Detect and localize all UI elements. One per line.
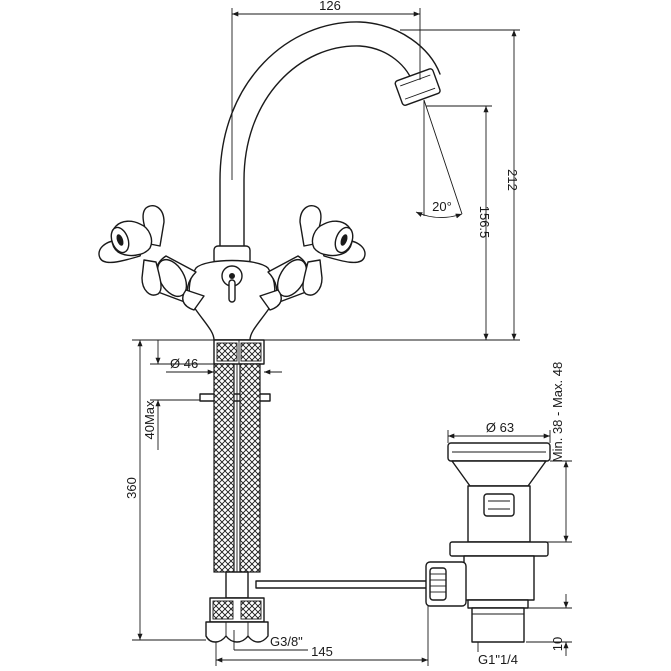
left-hose: [213, 363, 235, 573]
mounting-nut: [225, 571, 249, 599]
rod-length-label: 145: [311, 644, 333, 659]
spout-height-label: 212: [505, 169, 520, 191]
supply-hoses: [199, 339, 271, 643]
aerator: [394, 68, 441, 106]
faucet: [98, 21, 441, 341]
waste-bottom-label: 10: [550, 637, 565, 651]
waste-assembly: [425, 442, 551, 643]
dimension-labels: 126 212 156.5 20° Ø 46 40Max 360 Ø 63 Mi…: [124, 0, 565, 667]
hose-length-label: 360: [124, 477, 139, 499]
right-hose: [239, 363, 261, 573]
waste-diameter-label: Ø 63: [486, 420, 514, 435]
waste-lower-body: [463, 555, 535, 601]
top-width-label: 126: [319, 0, 341, 13]
left-cross-handle: [98, 204, 165, 296]
deck-thickness-label: 40Max: [142, 400, 157, 440]
waste-thread-label: G1"1/4: [478, 652, 518, 667]
spout-outlet-height-label: 156.5: [477, 206, 492, 239]
waste-thread: [471, 607, 525, 643]
spout-angle-label: 20°: [432, 199, 452, 214]
waste-range-label: Min. 38 - Max. 48: [550, 362, 565, 462]
base-diameter-label: Ø 46: [170, 356, 198, 371]
hose-connectors: [205, 621, 269, 643]
waste-slot: [483, 493, 515, 517]
dimension-lines: [132, 8, 572, 666]
pop-up-rod: [255, 580, 437, 589]
spout: [219, 21, 441, 251]
hose-thread-label: G3/8": [270, 634, 303, 649]
waste-nut: [449, 541, 549, 557]
right-cross-handle: [299, 204, 366, 296]
mounting-bar: [199, 393, 271, 402]
